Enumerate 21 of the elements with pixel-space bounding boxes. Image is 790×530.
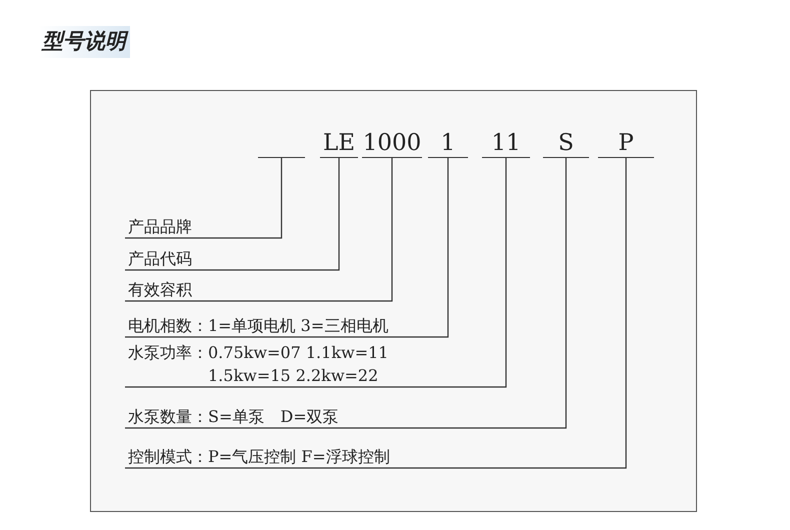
leader-line — [125, 158, 627, 469]
leader-line — [125, 158, 282, 239]
description-label: 产品品牌 — [125, 212, 192, 238]
code-segment: 11 — [482, 132, 530, 158]
leader-line — [125, 158, 449, 338]
description-label: 电机相数：1=单项电机 3=三相电机 — [125, 311, 388, 337]
leader-line — [125, 158, 567, 429]
leader-line — [125, 158, 340, 271]
leader-line — [125, 158, 393, 302]
description-label: 水泵数量：S=单泵 D=双泵 — [125, 402, 339, 428]
code-segment: LE — [320, 132, 358, 158]
code-segment: 1 — [428, 132, 468, 158]
title: 型号说明 — [38, 26, 130, 58]
description-label: 水泵功率：0.75kw=07 1.1kw=11 1.5kw=15 2.2kw=22 — [125, 341, 423, 387]
description-label: 控制模式：P=气压控制 F=浮球控制 — [125, 442, 390, 468]
leader-line — [125, 158, 507, 388]
code-segment: 1000 — [362, 132, 422, 158]
description-label: 有效容积 — [125, 275, 192, 301]
description-label: 产品代码 — [125, 244, 192, 270]
code-segment: S — [543, 132, 589, 158]
code-segment: P — [598, 132, 654, 158]
